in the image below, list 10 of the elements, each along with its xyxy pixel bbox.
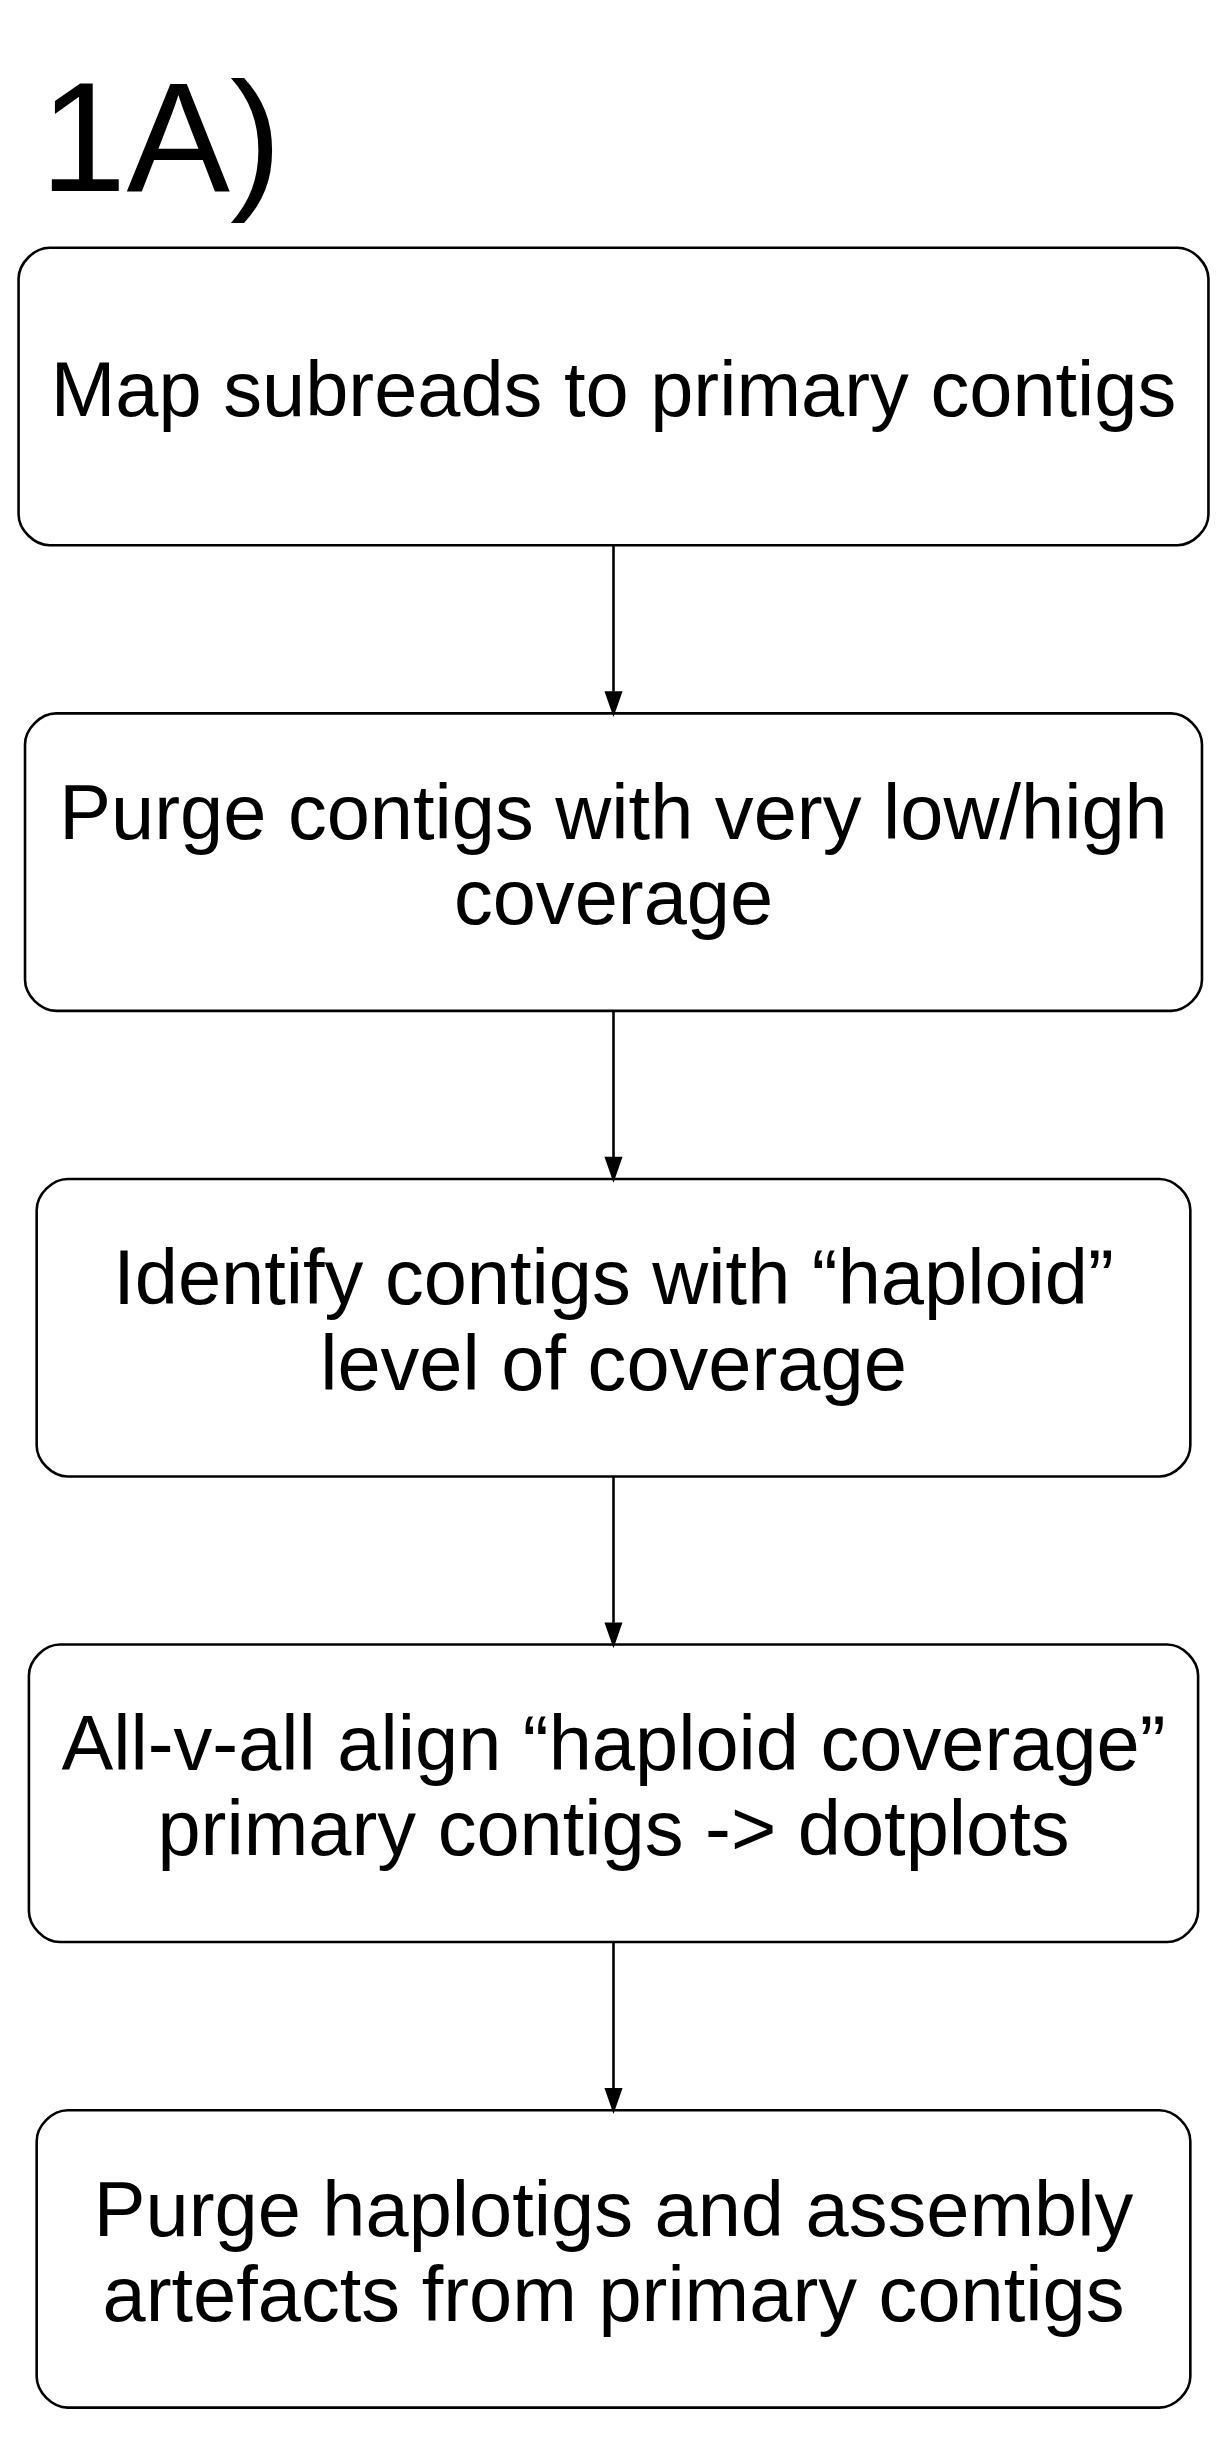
arrow (604, 1476, 623, 1648)
arrow (604, 1011, 623, 1183)
arrow (604, 1942, 623, 2114)
node-box: Identify contigs with “haploid” level of coverage (35, 1177, 1192, 1478)
node-box: Purge contigs with very low/high coverage (23, 711, 1204, 1012)
diagram-title: 1A) (40, 50, 282, 224)
node-box: Purge haplotigs and assembly artefacts from primary contigs (35, 2108, 1192, 2409)
node-box: All-v-all align “haploid coverage” primary contigs -> dotplots (27, 1642, 1200, 1943)
node-box: Map subreads to primary contigs (17, 245, 1210, 547)
arrow (604, 545, 623, 717)
